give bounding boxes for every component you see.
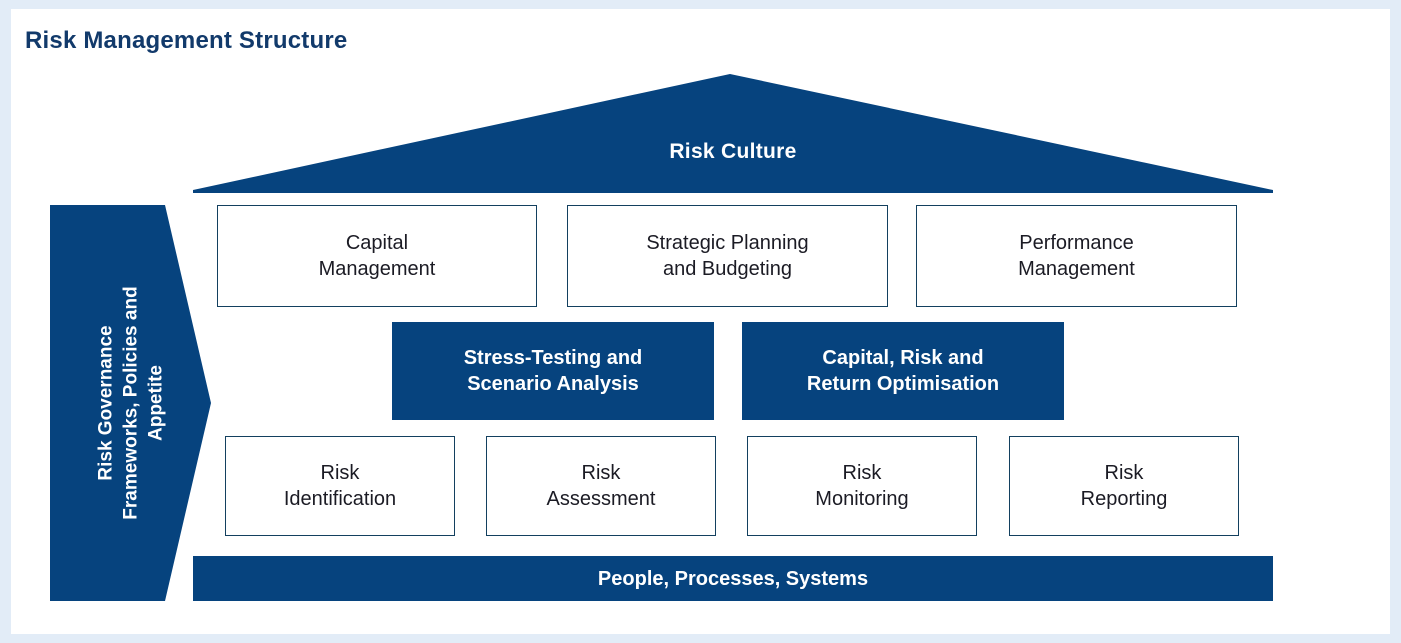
roof-label: Risk Culture: [669, 140, 797, 163]
node-risk-reporting[interactable]: Risk Reporting: [1009, 436, 1239, 536]
node-risk-assessment[interactable]: Risk Assessment: [486, 436, 716, 536]
node-capital-management[interactable]: Capital Management: [217, 205, 537, 307]
roof-shape: Risk Culture: [193, 74, 1273, 193]
node-risk-identification[interactable]: Risk Identification: [225, 436, 455, 536]
page-title: Risk Management Structure: [25, 27, 348, 54]
node-performance-management[interactable]: Performance Management: [916, 205, 1237, 307]
right-arrow-pentagon-icon: [50, 205, 211, 601]
left-pillar: Risk Governance Frameworks, Policies and…: [50, 205, 211, 601]
node-risk-monitoring[interactable]: Risk Monitoring: [747, 436, 977, 536]
node-capital-risk-return-optimisation[interactable]: Capital, Risk and Return Optimisation: [742, 322, 1064, 420]
roof-triangle-icon: [193, 74, 1273, 193]
node-strategic-planning[interactable]: Strategic Planning and Budgeting: [567, 205, 888, 307]
left-pillar-label: Risk Governance Frameworks, Policies and…: [94, 286, 167, 520]
node-stress-testing[interactable]: Stress-Testing and Scenario Analysis: [392, 322, 714, 420]
node-foundation-people-processes-systems[interactable]: People, Processes, Systems: [193, 556, 1273, 601]
